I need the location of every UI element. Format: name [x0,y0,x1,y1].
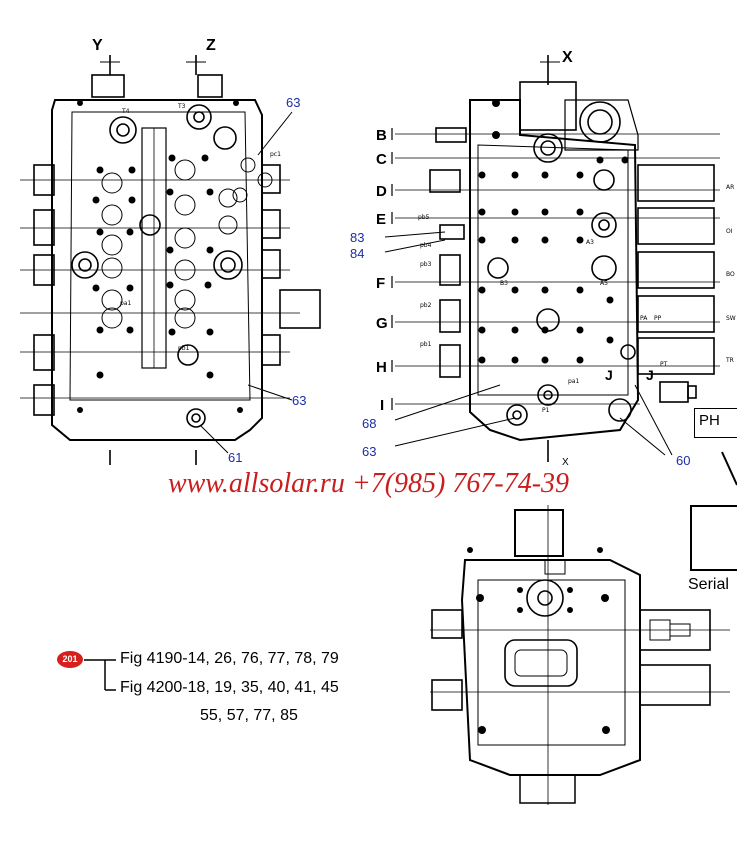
section-label-c: C [376,151,387,168]
spool-label-ar: AR [726,184,734,191]
port-label-pb3: pb3 [420,261,432,268]
callout-63-top: 63 [286,95,300,110]
port-label-pp: PP [654,315,662,322]
section-label-f: F [376,275,385,292]
section-label-i: I [380,397,384,414]
callout-63-right: 63 [292,393,306,408]
port-label-p1: P1 [542,407,550,414]
callout-j-right: J [646,367,654,383]
callout-j-left: J [605,367,613,383]
ph-label-box [694,408,737,438]
port-label-t4: T4 [121,108,130,115]
port-label-a3: A3 [586,239,594,246]
spool-label-bo: BO [726,271,735,278]
reference-line-3: 55, 57, 77, 85 [200,707,298,724]
spool-label-oi: OI [726,228,733,235]
section-label-e: E [376,211,386,228]
serial-plate [690,505,737,571]
port-label-pb5: pb5 [418,214,430,221]
section-label-y: Y [92,37,103,54]
spool-label-tr: TR [725,357,734,364]
callout-63-bottom: 63 [362,444,376,459]
section-label-b: B [376,127,387,144]
section-mark-x-bottom: X [562,457,569,468]
port-label-pb4: pb4 [420,242,432,249]
callout-84: 84 [350,246,364,261]
left-valve-view [20,55,321,465]
reference-badge: 201 [57,651,83,668]
ph-label: PH [699,412,720,429]
reference-line-2: Fig 4200-18, 19, 35, 40, 41, 45 [120,679,339,696]
port-label-pc1: pc1 [270,151,281,158]
spool-label-sw: SW [726,315,736,322]
callout-83: 83 [350,230,364,245]
section-label-x: X [562,49,573,66]
section-label-g: G [376,315,388,332]
right-valve-view [384,55,737,486]
port-label-pb1: pb1 [178,345,190,352]
section-label-d: D [376,183,387,200]
port-label-pa1-right: pa1 [568,378,579,385]
port-label-b3: B3 [500,280,508,287]
port-label-a5: A5 [600,280,608,287]
port-label-pb1-right: pb1 [420,341,432,348]
serial-label: Serial [688,576,729,593]
watermark-text: www.allsolar.ru +7(985) 767-74-39 [167,468,570,499]
section-label-z: Z [206,37,216,54]
port-label-t3: T3 [177,103,186,110]
port-label-pa: PA [640,315,648,322]
port-label-pa1: pa1 [120,300,131,307]
callout-68: 68 [362,416,376,431]
callout-60: 60 [676,453,690,468]
callout-61: 61 [228,450,242,465]
port-label-pt: PT [660,361,668,368]
reference-line-1: Fig 4190-14, 26, 76, 77, 78, 79 [120,650,339,667]
section-label-h: H [376,359,387,376]
bottom-valve-view [430,505,730,805]
port-label-pb2: pb2 [420,302,432,309]
